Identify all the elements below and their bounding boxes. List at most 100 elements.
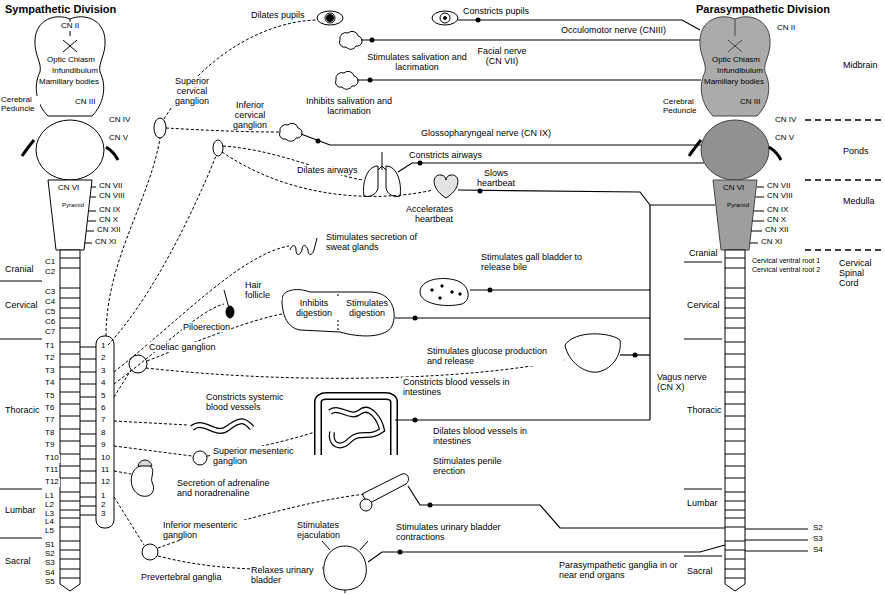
segment-label: S1 bbox=[44, 541, 56, 550]
segment-label: S2 bbox=[812, 524, 824, 533]
organ bbox=[131, 465, 153, 497]
effect-label: Inhibits digestion bbox=[290, 298, 338, 318]
sympathetic-nerve bbox=[114, 497, 144, 545]
segment-label: T4 bbox=[44, 379, 55, 388]
spinal-cord bbox=[0, 281, 42, 538]
segment-label: T7 bbox=[44, 416, 55, 425]
ganglion bbox=[142, 544, 158, 560]
segment-label: C7 bbox=[44, 328, 56, 337]
segment-label: T8 bbox=[44, 429, 55, 438]
parasympathetic-ganglion-dot bbox=[488, 288, 493, 293]
region-label: Sacral bbox=[686, 566, 714, 576]
ganglion-label: Superior mesenteric ganglion bbox=[212, 446, 312, 466]
segment-label: C1 bbox=[44, 258, 56, 267]
ganglion bbox=[193, 451, 207, 465]
effect-label: Dilates blood vessels in intestines bbox=[432, 426, 536, 446]
segment-label: S5 bbox=[44, 578, 56, 587]
parasympathetic-nerve bbox=[361, 39, 700, 40]
brain-outline bbox=[85, 187, 96, 243]
sympathetic-chain bbox=[80, 347, 96, 515]
brain-part-label: Optic Chiasm bbox=[711, 56, 761, 65]
brain-outline-grey bbox=[728, 40, 742, 52]
organ bbox=[282, 290, 394, 336]
segment-label: S4 bbox=[812, 546, 824, 555]
brain-outline-grey bbox=[689, 140, 781, 160]
organ bbox=[192, 421, 252, 431]
segment-label: L2 bbox=[44, 501, 55, 510]
brain-outline-grey bbox=[735, 19, 736, 36]
organ bbox=[322, 541, 368, 593]
region-label: Cervical bbox=[4, 300, 39, 310]
organ bbox=[226, 306, 234, 318]
effect-label: Stimulates urinary bladder contractions bbox=[395, 522, 522, 542]
cranial-nerve-label: CN VIII bbox=[766, 192, 794, 201]
ganglion-label: Coeliac ganglion bbox=[148, 342, 217, 352]
sympathetic-nerve bbox=[114, 471, 131, 474]
cranial-nerve-label: CN II bbox=[60, 22, 80, 31]
nerve-label: Vagus nerve (CN X) bbox=[656, 372, 718, 392]
organ-eye bbox=[317, 11, 343, 25]
cranial-nerve-label: CN V bbox=[108, 134, 129, 143]
effect-label: Constricts airways bbox=[408, 150, 483, 160]
segment-label: C2 bbox=[44, 268, 56, 277]
parasympathetic-ganglion-dot bbox=[368, 78, 373, 83]
gland bbox=[279, 123, 302, 141]
organ-eye bbox=[327, 15, 334, 22]
region-label: Thoracic bbox=[4, 405, 41, 415]
cranial-nerve-label: CN VII bbox=[98, 182, 124, 191]
ganglion-label: Prevertebral ganglia bbox=[140, 572, 223, 582]
sympathetic-nerve bbox=[106, 138, 160, 336]
cranial-nerve-label: CN XI bbox=[94, 238, 117, 247]
organ bbox=[290, 238, 317, 255]
spinal-cord-right bbox=[684, 250, 808, 591]
segment-label: T1 bbox=[44, 342, 55, 351]
cranial-nerve-label: CN VII bbox=[766, 182, 792, 191]
organ-eye bbox=[432, 11, 458, 25]
effect-label: Constricts systemic blood vessels bbox=[205, 392, 307, 412]
organ bbox=[459, 293, 461, 295]
brain-part-label: Cerebral Peduncle bbox=[662, 98, 702, 116]
nerve-label: Occulomotor nerve (CNIII) bbox=[560, 25, 667, 35]
brain-region-label: Cervical Spinal Cord bbox=[838, 258, 882, 288]
effect-label: Stimulates secretion of sweat glands bbox=[325, 232, 432, 252]
sympathetic-nerve bbox=[106, 20, 565, 569]
organ bbox=[338, 294, 339, 330]
gland bbox=[279, 31, 362, 141]
cranial-nerve-label: CN X bbox=[98, 216, 119, 225]
spinal-cord bbox=[60, 250, 80, 591]
parasympathetic-ganglion-dot bbox=[413, 418, 418, 423]
sympathetic-nerve bbox=[222, 152, 433, 196]
organ bbox=[364, 166, 378, 197]
organ bbox=[318, 396, 394, 455]
segment-label: T9 bbox=[44, 441, 55, 450]
effect-label: Stimulates salivation and lacrimation bbox=[366, 52, 468, 72]
cranial-nerve-label: CN III bbox=[739, 98, 761, 107]
effect-label: Secretion of adrenaline and noradrenalin… bbox=[176, 478, 288, 498]
segment-label: C3 bbox=[44, 288, 56, 297]
cranial-nerve-label: CN XII bbox=[764, 226, 790, 235]
brain-outline bbox=[35, 17, 105, 116]
organ-eye bbox=[325, 13, 335, 23]
organ-eye bbox=[440, 13, 450, 23]
effect-label: Stimulates penile erection bbox=[432, 456, 519, 476]
sympathetic-nerve bbox=[114, 304, 224, 384]
effect-label: Slows heartbeat bbox=[470, 168, 522, 188]
parasympathetic-nerve bbox=[470, 289, 650, 290]
note-label: Parasympathetic ganglia in or near end o… bbox=[558, 560, 680, 580]
region-label: Cervical bbox=[686, 300, 721, 310]
cranial-nerve-label: CN IV bbox=[774, 116, 797, 125]
chain-ganglion-number: 3 bbox=[100, 510, 106, 519]
ganglion-label: Inferior mesenteric ganglion bbox=[162, 520, 262, 540]
region-label: Thoracic bbox=[686, 405, 723, 415]
sympathetic-nerve bbox=[114, 446, 192, 456]
organ bbox=[378, 152, 386, 170]
gland bbox=[339, 31, 362, 49]
chain-ganglion-number: 7 bbox=[100, 416, 106, 425]
cranial-nerve-label: CN XII bbox=[96, 226, 122, 235]
sympathetic-nerve bbox=[114, 246, 289, 372]
region-label: Cranial bbox=[4, 264, 35, 274]
brain-part-label: Optic Chiasm bbox=[46, 56, 96, 65]
organ bbox=[441, 285, 443, 287]
cranial-nerve-label: CN IX bbox=[766, 206, 789, 215]
sympathetic-chain bbox=[80, 336, 114, 528]
